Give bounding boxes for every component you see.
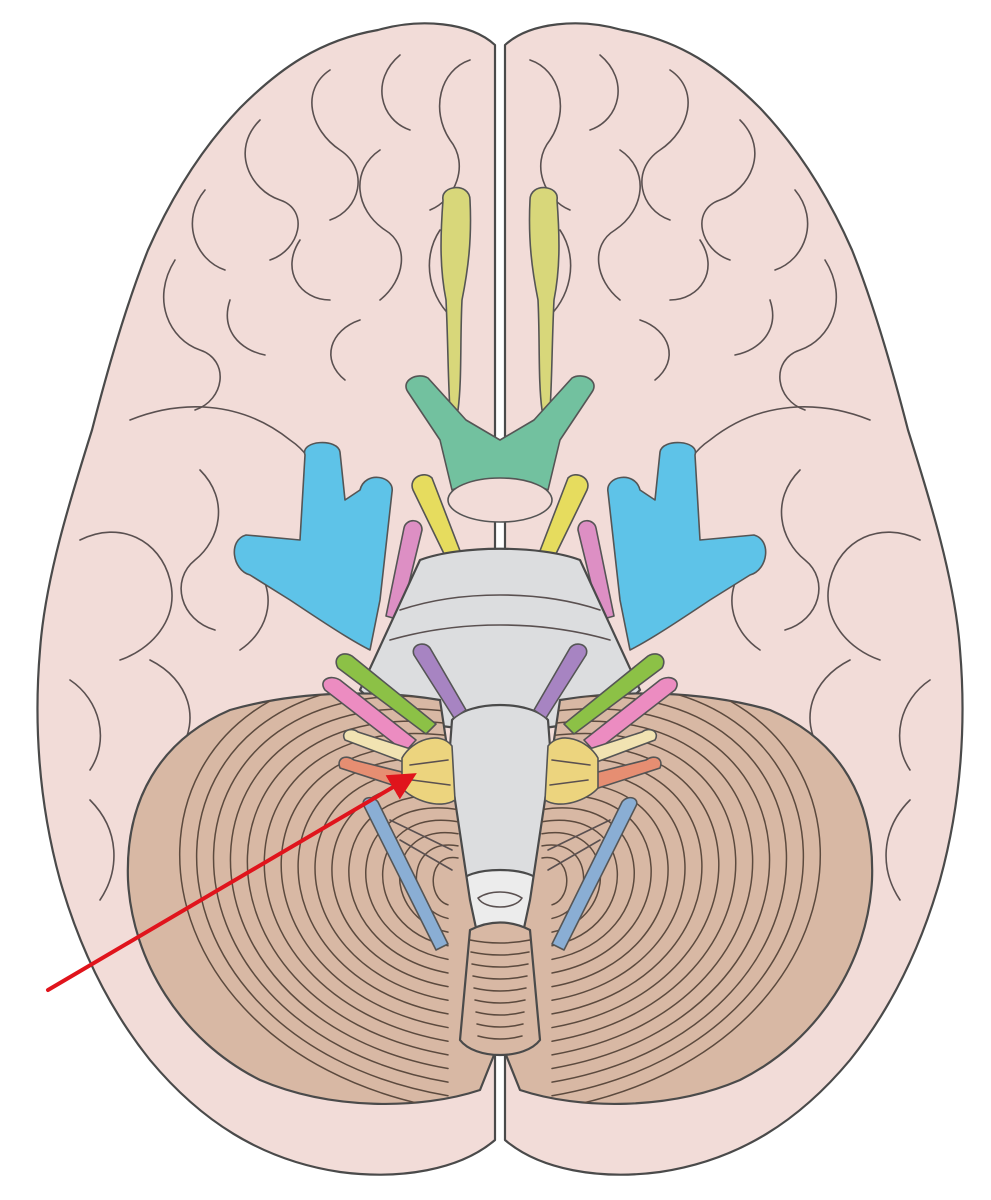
folium-line [229, 707, 459, 1070]
folium-line [541, 693, 822, 1104]
lower-cranial-nerves [362, 796, 638, 951]
pituitary-stalk-area [447, 477, 553, 523]
optic-tracts [411, 474, 589, 563]
middle-cerebral-vessels [233, 441, 767, 651]
folium-line [541, 707, 771, 1070]
right-frontal-gyri [529, 54, 838, 411]
optic-chiasm [405, 375, 595, 523]
folium-line [541, 807, 635, 961]
trochlear-nerves [335, 653, 665, 735]
trigeminal-nerves [322, 676, 678, 753]
folium-line [415, 844, 459, 920]
folium-line [541, 720, 754, 1056]
folium-line [541, 695, 788, 1083]
folium-line [541, 693, 805, 1097]
facial-nerves [342, 728, 658, 767]
folium-line [297, 757, 459, 1015]
temporal-lobes [69, 406, 931, 901]
folium-line [382, 819, 459, 947]
folium-line [178, 693, 459, 1104]
vermis-fold [473, 987, 527, 992]
folium-line [212, 695, 459, 1083]
folium-line [541, 856, 568, 906]
vermis-fold [476, 1023, 524, 1028]
folium-line [432, 856, 459, 906]
folium-line [541, 819, 618, 947]
oculomotor-nerves [385, 519, 615, 621]
folium-line [541, 757, 703, 1015]
cerebellum-right [498, 692, 874, 1106]
vermis-fold [471, 963, 529, 968]
arrow-icon [46, 773, 417, 992]
folium-line [246, 720, 459, 1056]
vermis-fold [470, 951, 530, 956]
brainstem [358, 547, 642, 941]
abducens-nerves [412, 643, 588, 719]
folium-line [541, 844, 585, 920]
vermis-fold [472, 975, 528, 980]
folium-line [365, 807, 459, 961]
folium-line [541, 794, 652, 974]
vermis-fold [477, 1035, 523, 1040]
vermis-fold [475, 1011, 525, 1016]
vermis-fold [474, 999, 526, 1004]
vermis-fold [469, 939, 531, 944]
olfactory-tracts [440, 186, 560, 411]
folium-line [195, 693, 459, 1097]
vermis [458, 921, 542, 1057]
